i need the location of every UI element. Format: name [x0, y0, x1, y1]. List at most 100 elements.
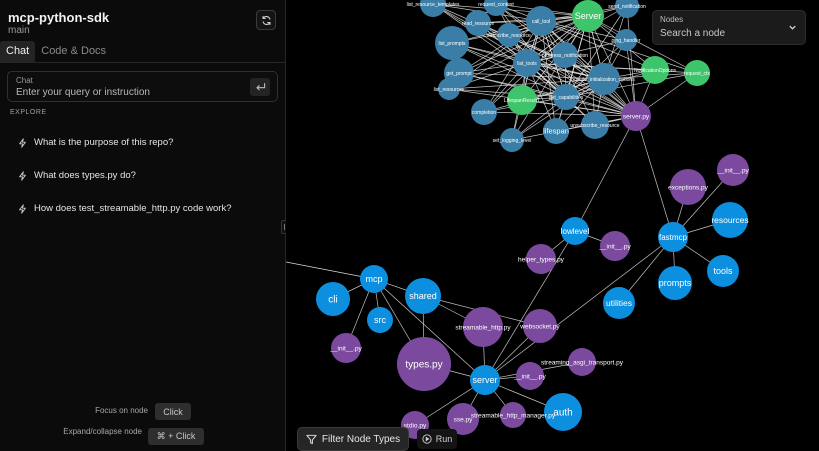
- graph-node-completion[interactable]: completion: [471, 99, 497, 125]
- tab-chat[interactable]: Chat: [0, 41, 36, 62]
- graph-node-mcp[interactable]: mcp: [360, 265, 388, 293]
- graph-node-unsubscribe-resource[interactable]: unsubscribe_resource: [570, 111, 620, 139]
- explore-heading: EXPLORE: [10, 109, 47, 116]
- graph-node-streamable-http-manager[interactable]: streamable_http_manager.py: [471, 402, 556, 428]
- graph-node-list-resource-templates[interactable]: list_resource_templates: [407, 0, 460, 17]
- graph-node-NotificationOptions[interactable]: NotificationOptions: [634, 56, 676, 84]
- send-button[interactable]: [250, 78, 270, 96]
- graph-node-circle: [641, 56, 669, 84]
- graph-node-server-dir[interactable]: server: [470, 365, 500, 395]
- graph-node-label: list_resources: [434, 87, 465, 93]
- graph-node-circle: [600, 231, 630, 261]
- graph-node-list-prompts[interactable]: list_prompts: [435, 26, 469, 60]
- graph-node-request-ctx[interactable]: request_ctx: [684, 60, 710, 86]
- graph-node-lifespan[interactable]: lifespan: [543, 118, 569, 144]
- graph-node-streamable-http[interactable]: streamable_http.py: [455, 307, 511, 347]
- graph-node-circle: [707, 255, 739, 287]
- graph-node-shared[interactable]: shared: [405, 278, 441, 314]
- graph-edge: [587, 15, 698, 74]
- graph-node-call-tool[interactable]: call_tool: [526, 6, 556, 36]
- graph-node-circle: [316, 282, 350, 316]
- shortcut-focus-label: Focus on node: [95, 406, 148, 415]
- graph-node-LifespanResult[interactable]: LifespanResultT: [504, 85, 540, 115]
- graph-node-init-mcp[interactable]: __init__.py: [329, 333, 362, 363]
- graph-node-list-tools[interactable]: list_tools: [513, 49, 541, 77]
- explore-item[interactable]: What does types.py do?: [18, 159, 232, 192]
- graph-node-circle: [420, 0, 446, 17]
- explore-item[interactable]: How does test_streamable_http.py code wo…: [18, 192, 232, 225]
- explore-item-label: What is the purpose of this repo?: [34, 137, 174, 148]
- graph-node-ServerCls[interactable]: Server: [572, 0, 604, 32]
- graph-edge: [432, 3, 542, 22]
- graph-node-init-fastmcp[interactable]: __init__.py: [716, 154, 749, 186]
- graph-node-exceptions[interactable]: exceptions.py: [668, 169, 709, 205]
- tab-code-docs[interactable]: Code & Docs: [41, 45, 107, 57]
- graph-node-sse[interactable]: sse.py: [447, 403, 479, 435]
- graph-node-set-logging-level[interactable]: set_logging_level: [493, 128, 532, 152]
- graph-node-lowlevel[interactable]: lowlevel: [561, 217, 590, 245]
- graph-node-cli[interactable]: cli: [316, 282, 350, 316]
- graph-edge: [511, 78, 605, 141]
- graph-node-circle: [615, 0, 639, 18]
- graph-node-circle: [588, 63, 620, 95]
- graph-node-create-init-options[interactable]: create_initialization_options: [573, 63, 635, 95]
- graph-node-circle: [507, 85, 537, 115]
- graph-node-circle: [435, 26, 469, 60]
- graph-node-server-py[interactable]: server.py: [621, 101, 651, 131]
- chat-input[interactable]: [16, 86, 236, 99]
- graph-node-subscribe-resource[interactable]: subscribe_resource: [487, 23, 531, 47]
- graph-node-prompts[interactable]: prompts: [658, 266, 692, 300]
- graph-node-circle: [581, 111, 609, 139]
- graph-node-init-lowlevel[interactable]: __init__.py: [598, 231, 631, 261]
- graph-node-types[interactable]: types.py: [397, 337, 451, 391]
- graph-node-circle: [552, 42, 578, 68]
- graph-node-fastmcp[interactable]: fastmcp: [658, 222, 688, 252]
- graph-node-read-resource[interactable]: read_resource: [462, 10, 494, 36]
- graph-node-tools[interactable]: tools: [707, 255, 739, 287]
- nodes-select[interactable]: Nodes Search a node: [652, 10, 806, 45]
- graph-node-auth[interactable]: auth: [544, 393, 582, 431]
- graph-node-streaming-asgi[interactable]: streaming_asgi_transport.py: [541, 348, 624, 376]
- graph-node-circle: [526, 244, 556, 274]
- graph-node-request-context[interactable]: request_context: [478, 0, 514, 16]
- graph-node-label: lifespan: [543, 127, 569, 136]
- graph-node-progress-notification[interactable]: progress_notification: [542, 42, 588, 68]
- graph-node-websocket[interactable]: websocket.py: [519, 309, 560, 343]
- graph-node-label: send_notification: [608, 4, 646, 10]
- graph-node-label: helper_types.py: [518, 256, 565, 263]
- explore-item[interactable]: What is the purpose of this repo?: [18, 126, 232, 159]
- graph-node-utilities[interactable]: utilities: [603, 287, 635, 319]
- graph-node-label: progress_notification: [542, 53, 588, 59]
- graph-node-circle: [367, 307, 393, 333]
- graph-node-label: get_capabilities: [549, 95, 584, 101]
- graph-node-circle: [553, 84, 579, 110]
- chevron-down-icon: [789, 25, 796, 30]
- graph-node-circle: [670, 169, 706, 205]
- graph-node-circle: [516, 362, 544, 390]
- graph-node-src[interactable]: src: [367, 307, 393, 333]
- graph-node-circle: [360, 265, 388, 293]
- graph-node-init-server[interactable]: __init__.py: [513, 362, 546, 390]
- refresh-button[interactable]: [256, 10, 276, 30]
- graph-node-circle: [405, 278, 441, 314]
- graph-node-list-resources[interactable]: list_resources: [434, 78, 465, 100]
- explore-item-label: What does types.py do?: [34, 170, 136, 181]
- graph-node-circle: [658, 266, 692, 300]
- graph-node-circle: [500, 128, 524, 152]
- lightning-icon: [19, 137, 26, 148]
- graph-node-label: stdio.py: [404, 422, 427, 429]
- graph-edge: [448, 78, 605, 90]
- graph-node-helper-types[interactable]: helper_types.py: [518, 244, 565, 274]
- graph-node-resources[interactable]: resources: [711, 202, 749, 238]
- graph-node-ping-handler[interactable]: ping_handler: [612, 29, 641, 51]
- graph-node-get-capabilities[interactable]: get_capabilities: [549, 84, 584, 110]
- run-button[interactable]: Run: [417, 429, 457, 449]
- graph-edge: [373, 278, 486, 381]
- graph-node-send-notification[interactable]: send_notification: [608, 0, 646, 18]
- graph-node-circle: [447, 403, 479, 435]
- filter-node-types-button[interactable]: Filter Node Types: [297, 427, 409, 451]
- graph-node-circle: [465, 10, 491, 36]
- graph-node-label: streamable_http.py: [455, 324, 511, 331]
